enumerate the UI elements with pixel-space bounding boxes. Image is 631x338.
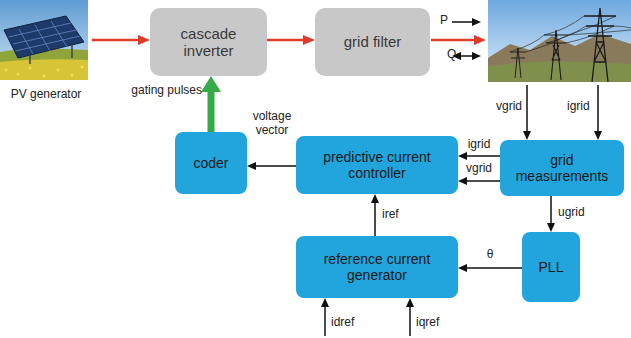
pv-panel	[4, 16, 84, 58]
pv-picture	[0, 0, 88, 80]
measurement-arrow	[597, 85, 599, 131]
edge-label: ugrid	[558, 206, 598, 220]
signal-label: igrid	[567, 100, 590, 114]
edge-label: voltage vector	[249, 110, 295, 138]
box-label: PLL	[539, 259, 564, 275]
pv-flower-dots	[5, 66, 84, 78]
edge-label: θ	[480, 248, 500, 262]
signal-arrow	[467, 267, 522, 269]
signal-arrow	[550, 196, 552, 223]
grid-towers	[510, 8, 631, 82]
grid-picture	[488, 0, 631, 82]
pv-panel-grid	[9, 21, 81, 54]
pv-field	[0, 48, 88, 80]
pv-sky	[0, 0, 88, 80]
coder-box: coder	[175, 132, 247, 194]
signal-arrow	[467, 180, 500, 182]
inverter-box: cascade inverter	[150, 8, 267, 76]
pv-flowers	[0, 59, 88, 80]
box-label: grid filter	[344, 33, 402, 50]
edge-label: igrid	[462, 138, 496, 152]
signal-arrow	[208, 92, 215, 132]
signal-arrow	[267, 39, 303, 42]
controller-box: predictive current controller	[296, 136, 458, 194]
signal-label: vgrid	[496, 100, 522, 114]
signal-arrow	[92, 39, 138, 42]
box-label: grid measurements	[508, 152, 616, 184]
box-label: predictive current controller	[304, 149, 450, 181]
pll-box: PLL	[522, 232, 580, 302]
reactive-power-arrow	[461, 55, 472, 57]
edge-label: vgrid	[462, 162, 496, 176]
input-arrow	[409, 307, 411, 336]
measurement-box: grid measurements	[500, 140, 624, 196]
box-label: cascade inverter	[158, 25, 259, 60]
generator-box: reference current generator	[296, 236, 458, 298]
grid-sky	[488, 0, 631, 82]
signal-label: P	[440, 14, 448, 28]
signal-arrow	[374, 203, 376, 236]
signal-label: Q	[447, 48, 456, 62]
signal-arrow	[467, 155, 500, 157]
pv-stand	[71, 45, 73, 58]
box-label: coder	[193, 155, 228, 171]
signal-arrow	[256, 165, 296, 167]
box-label: reference current generator	[304, 251, 450, 283]
active-power-arrow	[452, 21, 472, 23]
edge-label: gating pulses	[118, 84, 202, 98]
measurement-arrow	[526, 85, 528, 131]
edge-label: iref	[382, 208, 422, 222]
signal-label: iqref	[416, 316, 439, 330]
pv-stand	[29, 55, 31, 64]
power-arrow	[431, 39, 474, 42]
filter-box: grid filter	[315, 8, 430, 76]
pv-generator: PV generator	[0, 0, 92, 104]
picture-caption: PV generator	[11, 88, 82, 102]
input-arrow	[324, 307, 326, 336]
signal-label: idref	[331, 316, 354, 330]
